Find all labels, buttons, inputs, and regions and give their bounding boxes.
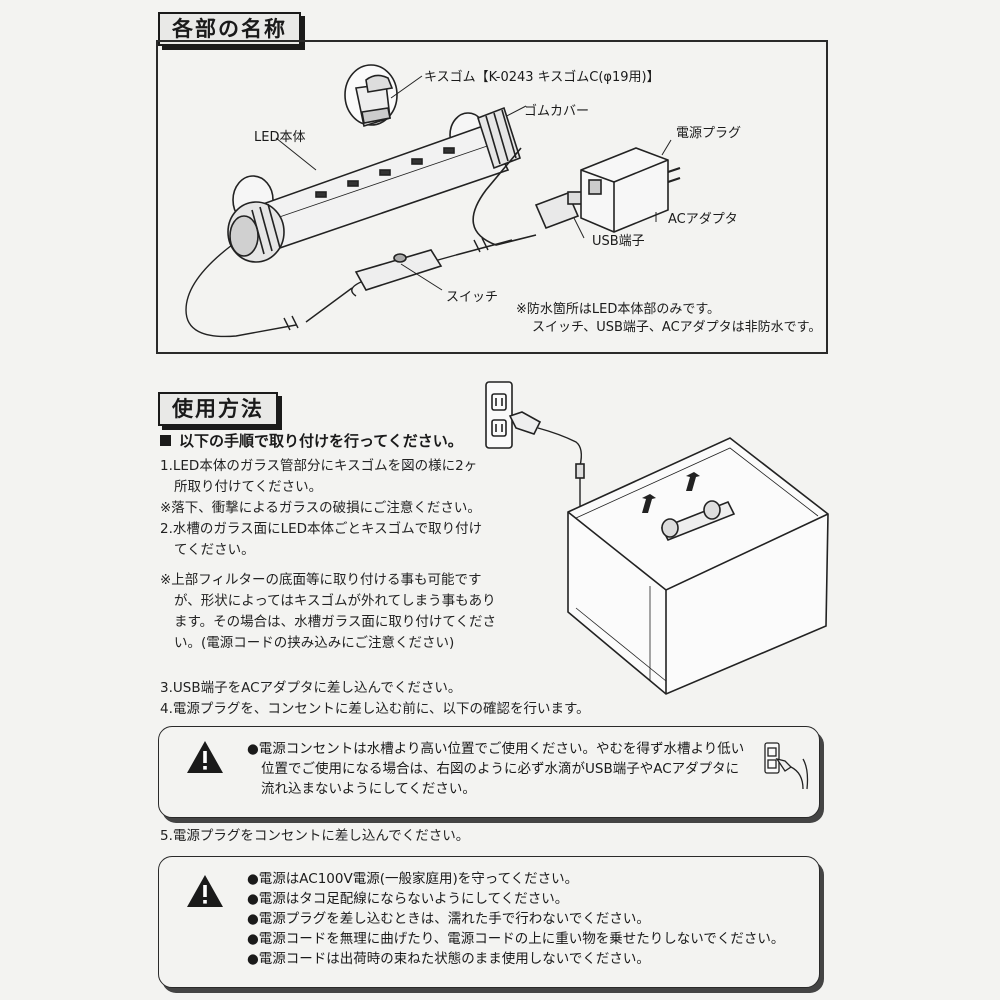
steps-3-4: 3.USB端子をACアダプタに差し込んでください。 4.電源プラグを、コンセント… bbox=[160, 678, 590, 720]
warning-line: ●電源コードは出荷時の束ねた状態のまま使用しないでください。 bbox=[247, 951, 650, 967]
label-ac-adapter: ACアダプタ bbox=[668, 212, 738, 227]
switch-illustration bbox=[354, 249, 443, 291]
label-led-body: LED本体 bbox=[254, 130, 306, 145]
warning-box-outlet-position: ●電源コンセントは水槽より高い位置でご使用ください。やむを得ず水槽より低い 位置… bbox=[158, 726, 820, 818]
parts-diagram bbox=[185, 64, 681, 338]
step-5: 5.電源プラグをコンセントに差し込んでください。 bbox=[160, 828, 470, 844]
step-line: てください。 bbox=[174, 542, 255, 558]
step-line: 所取り付けてください。 bbox=[174, 479, 323, 495]
warning-line: 流れ込まないようにしてください。 bbox=[261, 781, 476, 797]
steps-1-2: 1.LED本体のガラス管部分にキスゴムを図の様に2ヶ 所取り付けてください。 ※… bbox=[160, 456, 482, 561]
label-switch: スイッチ bbox=[446, 290, 499, 305]
kisugomu-detail-illustration bbox=[344, 64, 398, 128]
warning-line: ●電源コンセントは水槽より高い位置でご使用ください。やむを得ず水槽より低い bbox=[247, 741, 745, 757]
step-line: 2.水槽のガラス面にLED本体ごとキスゴムで取り付け bbox=[160, 521, 483, 537]
step-line: 4.電源プラグを、コンセントに差し込む前に、以下の確認を行います。 bbox=[160, 701, 590, 717]
step-line: 3.USB端子をACアダプタに差し込んでください。 bbox=[160, 680, 462, 696]
label-power-plug: 電源プラグ bbox=[676, 126, 742, 141]
warning-2-text: ●電源はAC100V電源(一般家庭用)を守ってください。 ●電源はタコ足配線にな… bbox=[247, 869, 784, 969]
wall-outlet-icon bbox=[485, 381, 513, 449]
warning-1-text: ●電源コンセントは水槽より高い位置でご使用ください。やむを得ず水槽より低い 位置… bbox=[247, 739, 744, 799]
usage-section-title: 使用方法 bbox=[158, 392, 278, 426]
parts-diagram-frame bbox=[156, 40, 828, 354]
warning-line: 位置でご使用になる場合は、右図のように必ず水滴がUSB端子やACアダプタに bbox=[261, 761, 740, 777]
waterproof-note-line-2: スイッチ、USB端子、ACアダプタは非防水です。 bbox=[532, 320, 822, 335]
warning-line: ●電源プラグを差し込むときは、濡れた手で行わないでください。 bbox=[247, 911, 650, 927]
step-line: ※落下、衝撃によるガラスの破損にご注意ください。 bbox=[160, 500, 481, 516]
drip-loop-icon bbox=[764, 742, 809, 790]
waterproof-note-line-1: ※防水箇所はLED本体部のみです。 bbox=[516, 302, 721, 317]
step-line: ます。その場合は、水槽ガラス面に取り付けてくださ bbox=[174, 614, 496, 630]
usb-plug-illustration bbox=[534, 191, 583, 230]
label-usb-port: USB端子 bbox=[592, 234, 645, 249]
step-line: ※上部フィルターの底面等に取り付ける事も可能です bbox=[160, 572, 482, 588]
warning-box-power: ●電源はAC100V電源(一般家庭用)を守ってください。 ●電源はタコ足配線にな… bbox=[158, 856, 820, 988]
warning-line: ●電源はタコ足配線にならないようにしてください。 bbox=[247, 891, 569, 907]
label-kisugomu: キスゴム【K-0243 キスゴムC(φ19用)】 bbox=[424, 70, 660, 85]
warning-triangle-icon bbox=[187, 875, 223, 907]
led-tube-illustration bbox=[227, 106, 521, 263]
usage-heading: 以下の手順で取り付けを行ってください。 bbox=[160, 430, 463, 451]
ac-adapter-illustration bbox=[580, 147, 681, 233]
aquarium-illustration bbox=[485, 381, 829, 695]
usage-heading-text: 以下の手順で取り付けを行ってください。 bbox=[179, 432, 463, 450]
warning-triangle-icon bbox=[187, 741, 223, 773]
step-line: い。(電源コードの挟み込みにご注意ください) bbox=[174, 635, 455, 651]
step-line: が、形状によってはキスゴムが外れてしまう事もあり bbox=[174, 593, 496, 609]
step-line: 1.LED本体のガラス管部分にキスゴムを図の様に2ヶ bbox=[160, 458, 478, 474]
label-gomu-cover: ゴムカバー bbox=[524, 104, 590, 119]
filter-note: ※上部フィルターの底面等に取り付ける事も可能です が、形状によってはキスゴムが外… bbox=[160, 570, 496, 654]
warning-line: ●電源コードを無理に曲げたり、電源コードの上に重い物を乗せたりしないでください。 bbox=[247, 931, 785, 947]
warning-line: ●電源はAC100V電源(一般家庭用)を守ってください。 bbox=[247, 871, 579, 887]
square-bullet-icon bbox=[160, 435, 171, 446]
